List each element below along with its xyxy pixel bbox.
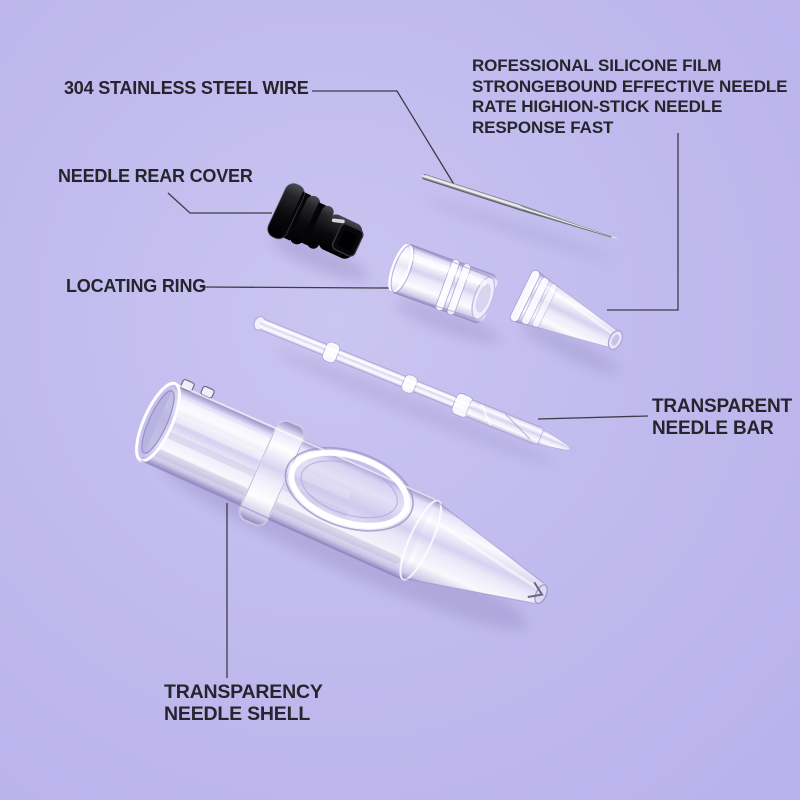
stainless-steel-wire-illustration <box>421 174 619 239</box>
needle-shell-line-2: NEEDLE SHELL <box>164 703 311 725</box>
feature-line-4: RESPONSE FAST <box>472 117 614 137</box>
nozzle-cone-illustration <box>509 269 623 350</box>
label-rear-cover: NEEDLE REAR COVER <box>58 166 253 186</box>
needle-bar-line-1: TRANSPARENT <box>652 396 792 417</box>
leader-lines <box>167 90 679 678</box>
label-silicone-film-features: ROFESSIONAL SILICONE FILM STRONGEBOUND E… <box>472 56 788 138</box>
needle-bar-line-2: NEEDLE BAR <box>652 417 774 439</box>
label-locating-ring: LOCATING RING <box>66 276 207 296</box>
needle-shell-illustration <box>135 379 548 605</box>
leader-needle-bar <box>537 415 649 420</box>
feature-line-2: STRONGEBOUND EFFECTIVE NEEDLE <box>472 76 788 96</box>
needle-rear-cover-illustration <box>267 183 364 259</box>
label-needle-bar: TRANSPARENT NEEDLE BAR <box>652 396 792 439</box>
feature-line-1: ROFESSIONAL SILICONE FILM <box>472 56 722 75</box>
label-steel-wire: 304 STAINLESS STEEL WIRE <box>64 78 309 98</box>
leader-silicone-film <box>607 133 679 311</box>
leader-steel-wire <box>312 90 456 187</box>
needle-shell-line-1: TRANSPARENCY <box>164 681 323 703</box>
leader-rear-cover <box>167 192 272 214</box>
locating-ring-illustration <box>388 242 498 324</box>
label-needle-shell: TRANSPARENCY NEEDLE SHELL <box>164 681 323 725</box>
feature-line-3: RATE HIGHION-STICK NEEDLE <box>472 97 723 116</box>
leader-locating-ring <box>199 286 390 289</box>
needle-bar-illustration <box>253 316 572 451</box>
